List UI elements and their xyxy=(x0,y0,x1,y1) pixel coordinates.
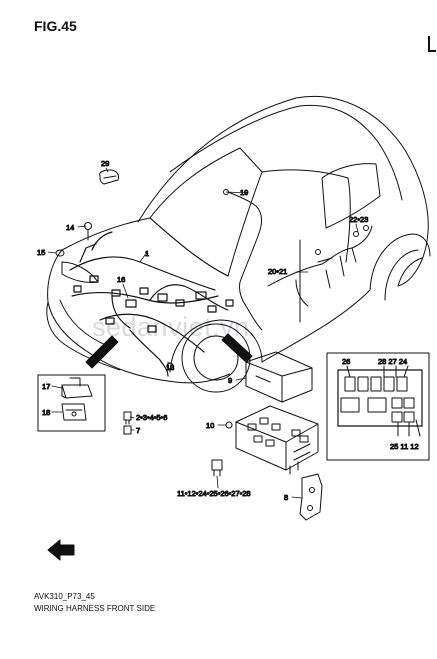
figure-code: AVK310_P73_45 xyxy=(34,592,95,601)
callout-1: 1 xyxy=(145,249,149,258)
part-10-fuse-box xyxy=(235,405,319,475)
callout-10: 10 xyxy=(206,421,214,430)
part-29-clip xyxy=(99,169,119,185)
wiring-harness-front xyxy=(69,231,234,377)
corner-mark xyxy=(428,36,436,52)
fwd-label: FWD xyxy=(60,549,72,555)
fwd-arrow-icon xyxy=(47,539,75,561)
callout-8: 8 xyxy=(284,493,288,502)
figure-caption: WIRING HARNESS FRONT SIDE xyxy=(34,604,156,613)
figure-title: FIG.45 xyxy=(34,18,77,34)
callout-28-27-24: 28 27 24 xyxy=(378,357,407,366)
callout-7: 7 xyxy=(136,426,140,435)
part-14-bolt xyxy=(84,222,92,241)
callout-14: 14 xyxy=(66,223,74,232)
callout-16: 16 xyxy=(117,275,125,284)
callout-29: 29 xyxy=(101,159,109,168)
part-9-cover xyxy=(245,351,313,403)
pointer-arrow-left xyxy=(85,335,119,369)
callout-9: 9 xyxy=(228,376,232,385)
callout-2-6: 2•3•4•5•6 xyxy=(136,413,167,422)
part-17-18-inset-box xyxy=(37,374,106,432)
callout-15: 15 xyxy=(37,248,45,257)
relay-box-inset xyxy=(326,352,430,461)
callout-18: 18 xyxy=(42,408,50,417)
callout-19: 19 xyxy=(240,188,248,197)
callout-25-11-12: 25 11 12 xyxy=(390,442,419,451)
part-8-bracket xyxy=(299,473,323,521)
part-18-bracket xyxy=(61,403,87,421)
wiring-harness-roof xyxy=(223,189,263,331)
part-2-6-fuse xyxy=(123,411,132,425)
callout-22-23: 22•23 xyxy=(349,215,368,224)
part-7-fuse xyxy=(123,425,132,435)
callout-20-21: 20•21 xyxy=(268,267,287,276)
callout-26: 26 xyxy=(342,357,350,366)
wiring-harness-rear xyxy=(267,225,373,307)
callout-17: 17 xyxy=(42,382,50,391)
part-17-relay xyxy=(61,377,93,399)
part-10-screw xyxy=(225,421,233,429)
callout-leader-lines xyxy=(47,167,359,499)
callout-11-28: 11•12•24•25•26•27•28 xyxy=(177,489,251,498)
part-11-28-relay xyxy=(211,459,223,477)
pointer-arrow-right xyxy=(221,333,253,363)
callout-13: 13 xyxy=(166,363,174,372)
